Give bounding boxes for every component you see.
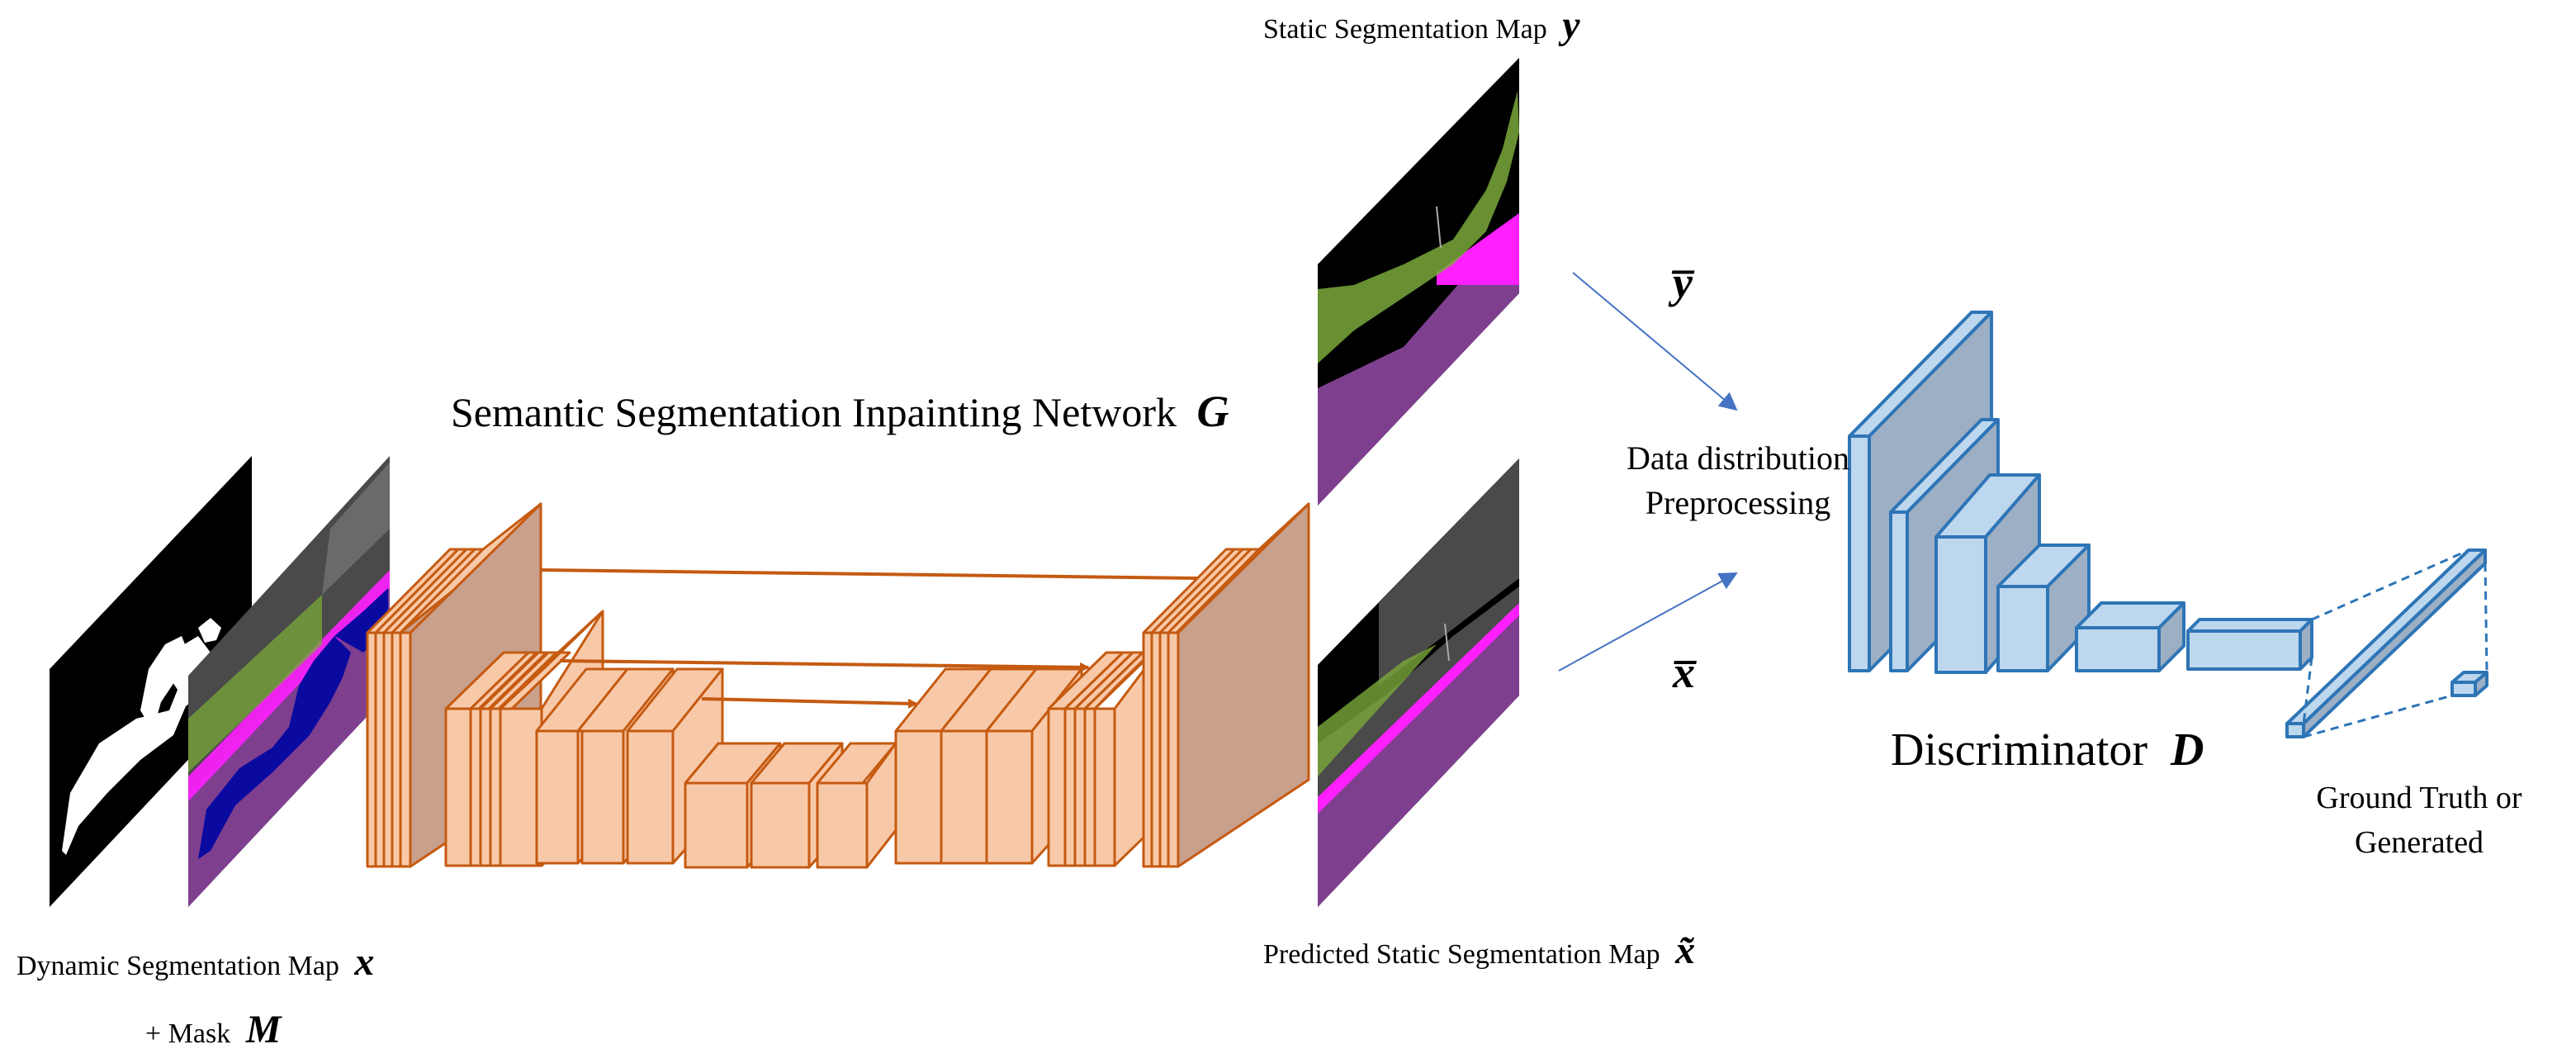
preprocessing-line-2: Preprocessing <box>1646 484 1830 521</box>
input-dynamic-segmentation-map <box>188 456 390 907</box>
disc-output-node <box>2451 671 2488 697</box>
svg-text:Discriminator D: Discriminator D <box>1891 724 2204 776</box>
disc-block-6 <box>2186 618 2313 671</box>
disc-dashed-links <box>2302 548 2488 738</box>
unet-decoder-block-1 <box>1142 502 1310 868</box>
input-mask-map <box>50 456 252 907</box>
skip-connection-1 <box>540 568 1198 580</box>
network-symbol: G <box>1196 387 1229 436</box>
mask-label: + Mask <box>145 1018 230 1049</box>
svg-text:Dynamic Segmentation Map x: Dynamic Segmentation Map x <box>17 940 374 984</box>
discriminator-symbol: D <box>2170 724 2204 776</box>
svg-text:Static Segmentation Map y: Static Segmentation Map y <box>1263 3 1580 47</box>
svg-text:Predicted Static Segmentation: Predicted Static Segmentation Map x̃ <box>1263 928 1695 972</box>
skip-connections <box>540 568 1198 709</box>
unet-bottleneck-blocks <box>684 742 897 869</box>
dynamic-map-label: Dynamic Segmentation Map <box>17 951 339 981</box>
network-title: Semantic Segmentation Inpainting Network <box>451 389 1177 435</box>
skip-connection-3 <box>701 697 918 709</box>
static-map-symbol: y <box>1558 3 1580 47</box>
static-map-label: Static Segmentation Map <box>1263 14 1547 45</box>
svg-text:Semantic Segmentation Inpainti: Semantic Segmentation Inpainting Network… <box>451 387 1229 436</box>
output-label-line-1: Ground Truth or <box>2316 781 2522 815</box>
mask-symbol: M <box>245 1008 283 1052</box>
disc-block-4 <box>1996 544 2091 672</box>
preprocessing-line-1: Data distribution <box>1627 439 1849 477</box>
predicted-map-symbol: x̃ <box>1674 928 1695 972</box>
disc-block-5 <box>2075 601 2185 672</box>
dynamic-map-symbol: x <box>353 940 374 984</box>
arrow-x-bar <box>1558 572 1738 672</box>
discriminator-network <box>1848 311 2488 738</box>
predicted-map-label: Predicted Static Segmentation Map <box>1263 939 1660 970</box>
skip-connection-2 <box>559 659 1090 672</box>
svg-text:+ Mask M: + Mask M <box>145 1008 283 1052</box>
disc-block-7-flat <box>2285 548 2487 738</box>
static-segmentation-map-image <box>1318 58 1519 506</box>
x-bar-label: x̅ <box>1672 648 1697 697</box>
unet-generator <box>366 502 1310 869</box>
arrow-y-bar <box>1572 272 1738 411</box>
output-label-line-2: Generated <box>2355 825 2484 860</box>
discriminator-label: Discriminator <box>1891 724 2147 776</box>
flow-arrows <box>1558 272 1738 672</box>
y-bar-label: y̅ <box>1668 258 1695 307</box>
predicted-static-segmentation-map-image <box>1318 458 1519 907</box>
